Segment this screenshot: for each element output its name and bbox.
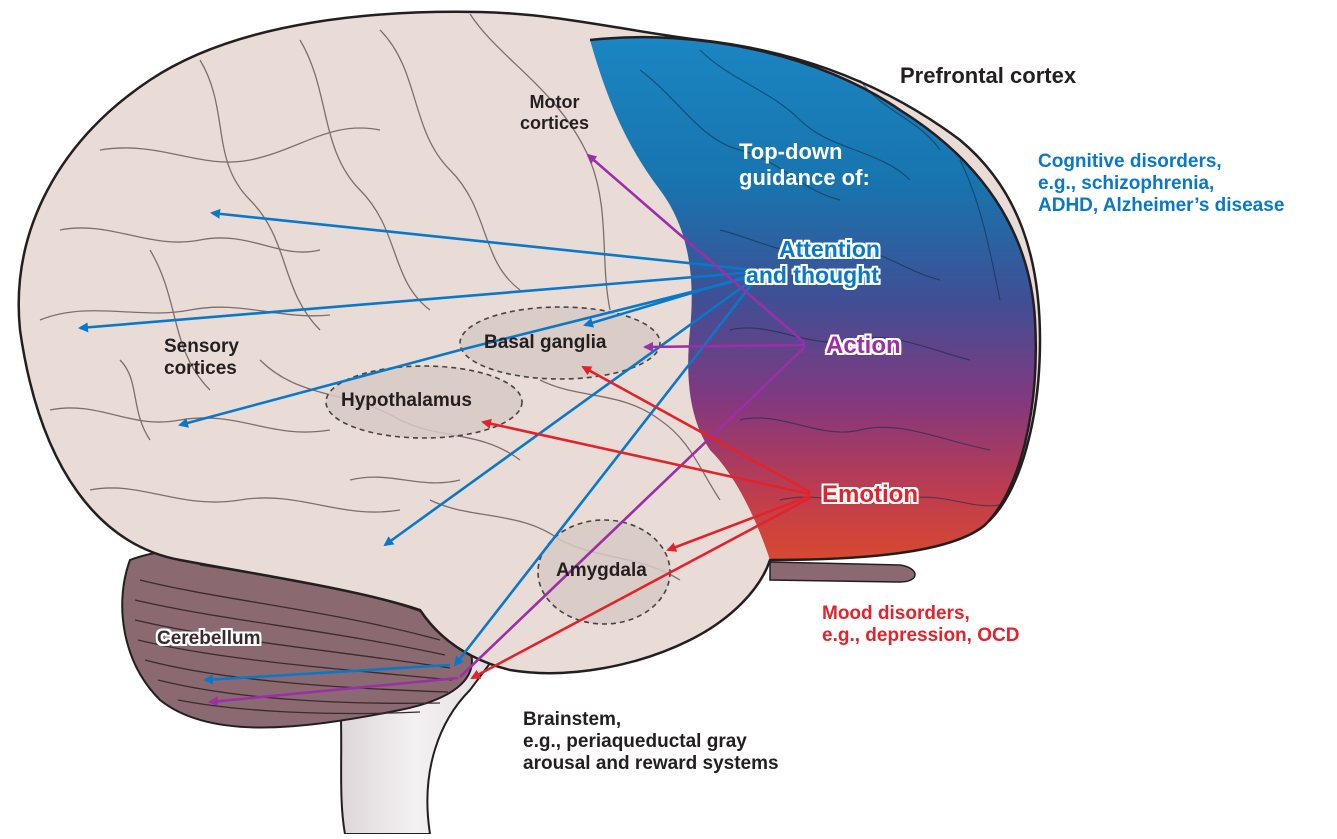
brainstem-line1: Brainstem,: [523, 709, 779, 731]
attention-label: Attention and thought: [777, 236, 880, 289]
attention-line2: and thought: [745, 262, 880, 288]
sensory-cortices-label: Sensory cortices: [164, 336, 239, 380]
cognitive-line2: e.g., schizophrenia,: [1038, 173, 1284, 195]
prefrontal-cortex-title: Prefrontal cortex: [900, 63, 1076, 88]
action-label: Action: [826, 332, 901, 360]
cognitive-disorders-label: Cognitive disorders, e.g., schizophrenia…: [1038, 151, 1284, 217]
motor-cortices-label: Motor cortices: [520, 92, 589, 133]
mood-disorders-label: Mood disorders, e.g., depression, OCD: [822, 603, 1019, 647]
cognitive-line1: Cognitive disorders,: [1038, 151, 1284, 173]
hypothalamus-label: Hypothalamus: [341, 390, 472, 412]
emotion-label: Emotion: [822, 481, 918, 509]
cerebellum-label: Cerebellum: [157, 628, 260, 650]
sensory-line1: Sensory: [164, 336, 239, 358]
basal-ganglia-label: Basal ganglia: [484, 332, 607, 354]
mood-line1: Mood disorders,: [822, 603, 1019, 625]
motor-line2: cortices: [520, 113, 589, 134]
brainstem-label: Brainstem, e.g., periaqueductal gray aro…: [523, 709, 779, 775]
sensory-line2: cortices: [164, 358, 239, 380]
motor-line1: Motor: [520, 92, 589, 113]
attention-line1: Attention: [777, 236, 880, 262]
amygdala-label: Amygdala: [556, 560, 647, 582]
brainstem-line2: e.g., periaqueductal gray: [523, 731, 779, 753]
top-down-line2: guidance of:: [739, 165, 870, 190]
mood-line2: e.g., depression, OCD: [822, 625, 1019, 647]
top-down-line1: Top-down: [739, 139, 842, 164]
cognitive-line3: ADHD, Alzheimer’s disease: [1038, 195, 1284, 217]
brainstem-line3: arousal and reward systems: [523, 753, 779, 775]
olfactory-tract: [770, 562, 915, 582]
